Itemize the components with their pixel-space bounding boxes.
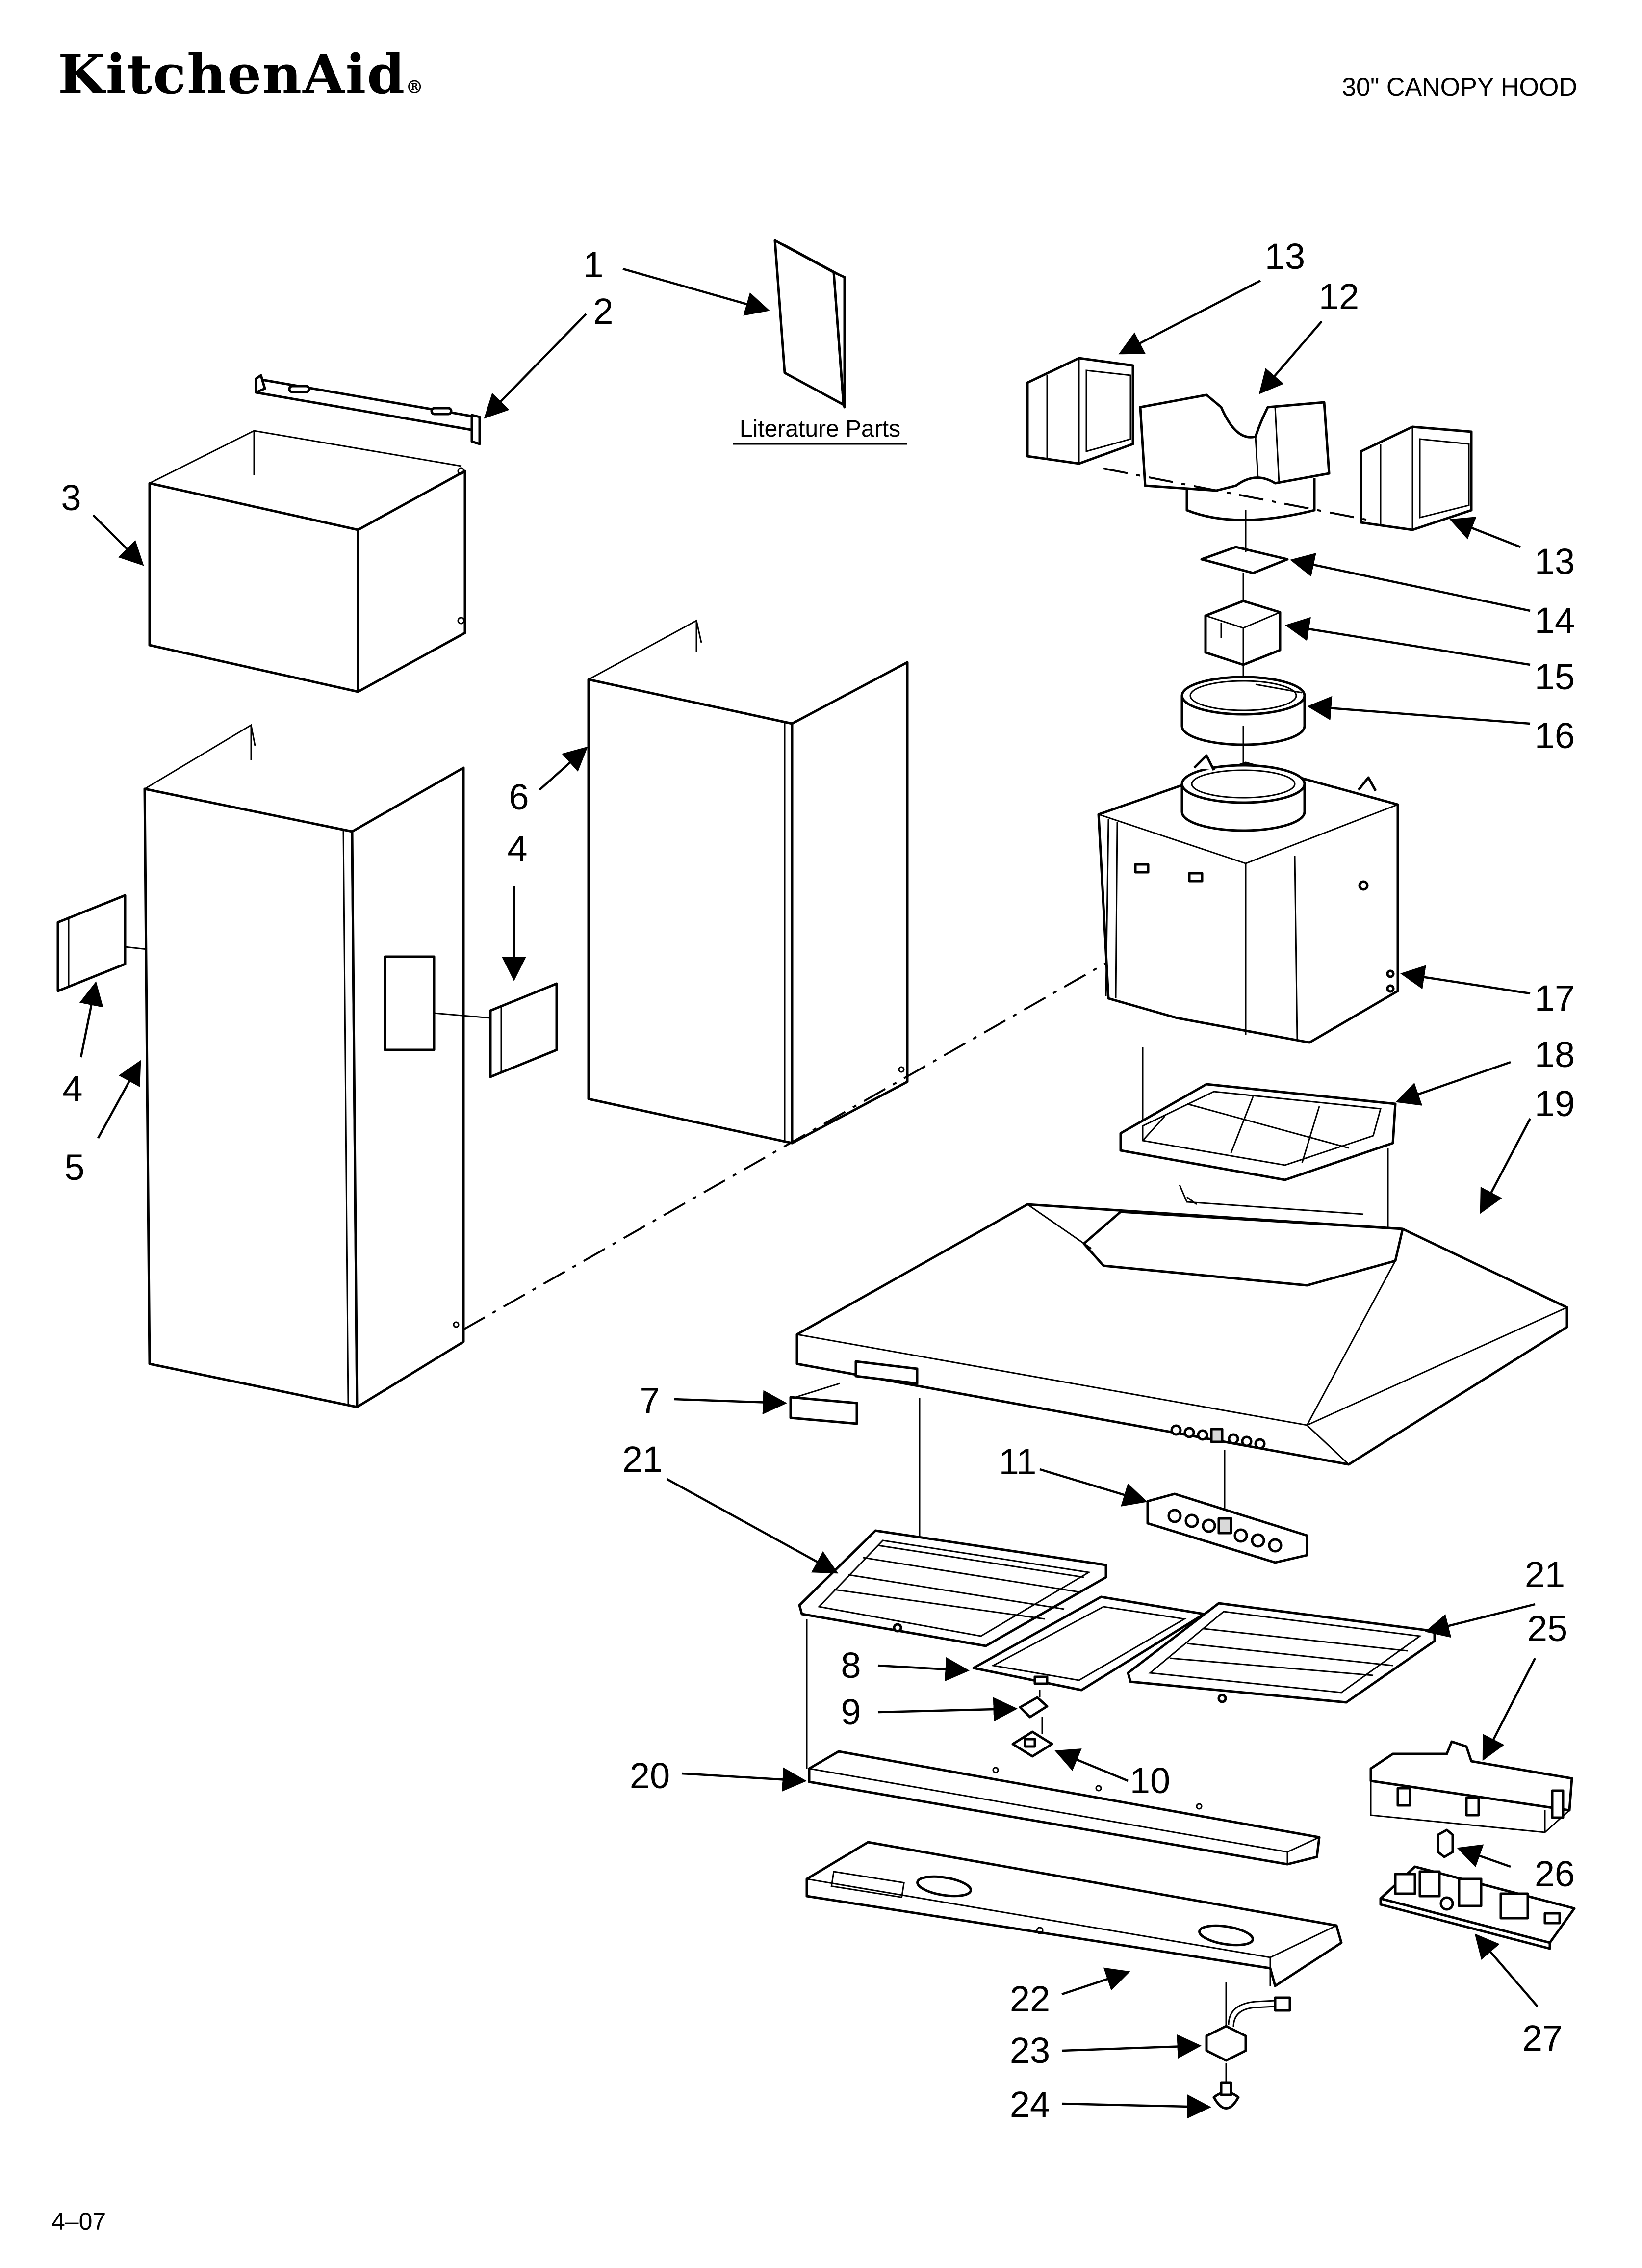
model-title: 30" CANOPY HOOD	[1342, 73, 1577, 102]
literature-parts-label: Literature Parts	[740, 416, 900, 442]
lamp-clip	[1019, 1696, 1049, 1719]
brand-logo: KitchenAid®	[58, 43, 424, 106]
callout-4b: 4	[62, 1069, 82, 1109]
halogen-bulb	[1212, 2081, 1240, 2110]
power-board-standoff	[1437, 1828, 1454, 1858]
light-lens	[789, 1396, 858, 1425]
callout-23: 23	[1010, 2030, 1050, 2071]
callout-6: 6	[509, 777, 529, 817]
callout-3: 3	[61, 477, 81, 518]
damper-plate	[1200, 546, 1289, 574]
callout-11: 11	[999, 1441, 1037, 1482]
callout-8: 8	[841, 1645, 861, 1686]
callout-9: 9	[841, 1692, 861, 1732]
duct-connector	[1139, 393, 1331, 521]
callout-10: 10	[1130, 1760, 1170, 1801]
damper-housing	[1204, 600, 1282, 666]
callout-14: 14	[1535, 600, 1575, 641]
date-code: 4–07	[51, 2208, 106, 2235]
literature-booklet	[773, 239, 846, 409]
callout-24: 24	[1010, 2084, 1050, 2125]
grease-filter-right	[1127, 1602, 1436, 1704]
callout-26: 26	[1535, 1853, 1575, 1894]
front-trim-channel	[808, 1750, 1321, 1866]
callout-12: 12	[1319, 276, 1359, 317]
blower-housing	[1097, 754, 1399, 1044]
callout-7: 7	[640, 1380, 660, 1421]
callout-20: 20	[630, 1755, 670, 1796]
upper-chimney-cover	[148, 430, 466, 693]
duct-extension-left	[1026, 357, 1134, 465]
callout-4a: 4	[507, 828, 527, 869]
chimney-bracket	[255, 374, 481, 445]
filler-block-left	[56, 894, 127, 992]
duct-extension-right	[1360, 425, 1473, 531]
callout-2: 2	[593, 291, 613, 332]
callout-numbers: 1 2 3 4 4 5 6 7 8 9 10 11 12 13 13 14 15…	[61, 236, 1575, 2125]
callout-27: 27	[1522, 2018, 1563, 2059]
callout-22: 22	[1010, 1979, 1050, 2019]
brand-name: KitchenAid	[58, 43, 406, 106]
callout-19: 19	[1535, 1083, 1575, 1124]
lower-chimney-cover	[143, 724, 465, 1408]
lamp-socket	[1205, 1996, 1291, 2062]
callout-21a: 21	[622, 1439, 663, 1480]
bottom-light-panel	[805, 1841, 1343, 1987]
callout-18: 18	[1535, 1034, 1575, 1075]
callout-13b: 13	[1535, 541, 1575, 582]
control-board	[1146, 1492, 1308, 1564]
chimney-section	[587, 619, 909, 1145]
junction-box	[1369, 1740, 1573, 1833]
filler-block-right	[489, 982, 558, 1078]
brand-registered-mark: ®	[406, 77, 424, 98]
light-cover-frame	[972, 1595, 1206, 1692]
charcoal-filter	[1119, 1083, 1397, 1181]
grease-filter-left	[798, 1529, 1107, 1647]
callout-5: 5	[64, 1147, 84, 1188]
power-supply-board	[1379, 1865, 1576, 1950]
canopy-hood-body	[795, 1184, 1568, 1466]
callout-21b: 21	[1525, 1554, 1565, 1595]
hood-control-buttons	[1170, 1424, 1266, 1450]
lamp-socket-bracket	[1011, 1730, 1053, 1758]
leader-arrows	[79, 267, 1539, 2119]
callout-15: 15	[1535, 656, 1575, 697]
callout-13a: 13	[1265, 236, 1305, 277]
callout-16: 16	[1535, 715, 1575, 756]
callout-1: 1	[583, 244, 603, 285]
callout-25: 25	[1527, 1608, 1567, 1649]
callout-17: 17	[1535, 978, 1575, 1018]
